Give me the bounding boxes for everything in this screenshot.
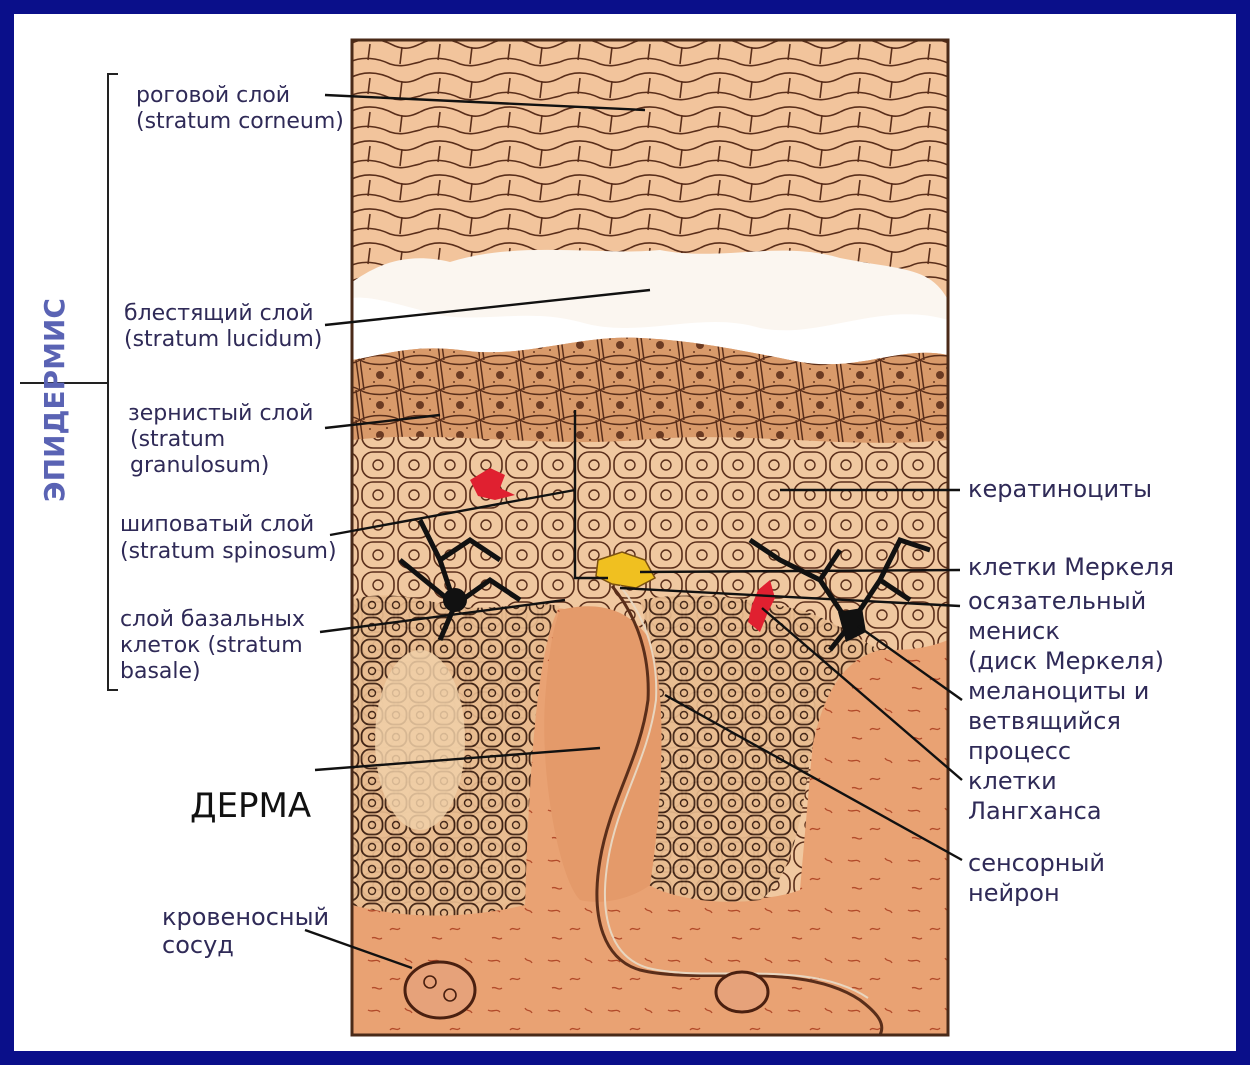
label-basale-lat-2: basale) — [120, 658, 201, 685]
label-lucidum-ru: блестящий слой — [124, 300, 314, 327]
label-spinosum-ru: шиповатый слой — [120, 511, 314, 538]
label-granulosum-lat-2: granulosum) — [130, 452, 269, 479]
label-granulosum-ru: зернистый слой — [128, 400, 313, 427]
label-vessel-1: кровеносный — [162, 902, 329, 932]
label-langerhans-1: клетки — [968, 766, 1057, 796]
label-spinosum-lat: (stratum spinosum) — [120, 538, 337, 565]
label-corneum-lat: (stratum corneum) — [136, 108, 344, 135]
skin-layers — [352, 40, 948, 1035]
label-granulosum-lat-1: (stratum — [130, 426, 225, 453]
label-melanocytes-3: процесс — [968, 736, 1071, 766]
label-melanocytes-1: меланоциты и — [968, 676, 1149, 706]
label-meniscus-1: осязательный — [968, 586, 1146, 616]
label-langerhans-2: Лангханса — [968, 796, 1102, 826]
label-keratinocytes: кератиноциты — [968, 474, 1152, 504]
label-merkel-cells: клетки Меркеля — [968, 552, 1174, 582]
label-neuron-1: сенсорный — [968, 848, 1105, 878]
label-vessel-2: сосуд — [162, 930, 234, 960]
label-meniscus-3: (диск Меркеля) — [968, 646, 1164, 676]
epidermis-label: ЭПИДЕРМИС — [40, 285, 104, 515]
label-lucidum-lat: (stratum lucidum) — [124, 326, 322, 353]
pale-cell-cluster — [375, 650, 465, 830]
label-meniscus-2: мениск — [968, 616, 1060, 646]
label-melanocytes-2: ветвящийся — [968, 706, 1121, 736]
label-basale-ru: слой базальных — [120, 606, 305, 633]
label-basale-lat-1: клеток (stratum — [120, 632, 303, 659]
label-corneum-ru: роговой слой — [136, 82, 290, 109]
label-neuron-2: нейрон — [968, 878, 1060, 908]
label-derma: ДЕРМА — [190, 788, 311, 824]
